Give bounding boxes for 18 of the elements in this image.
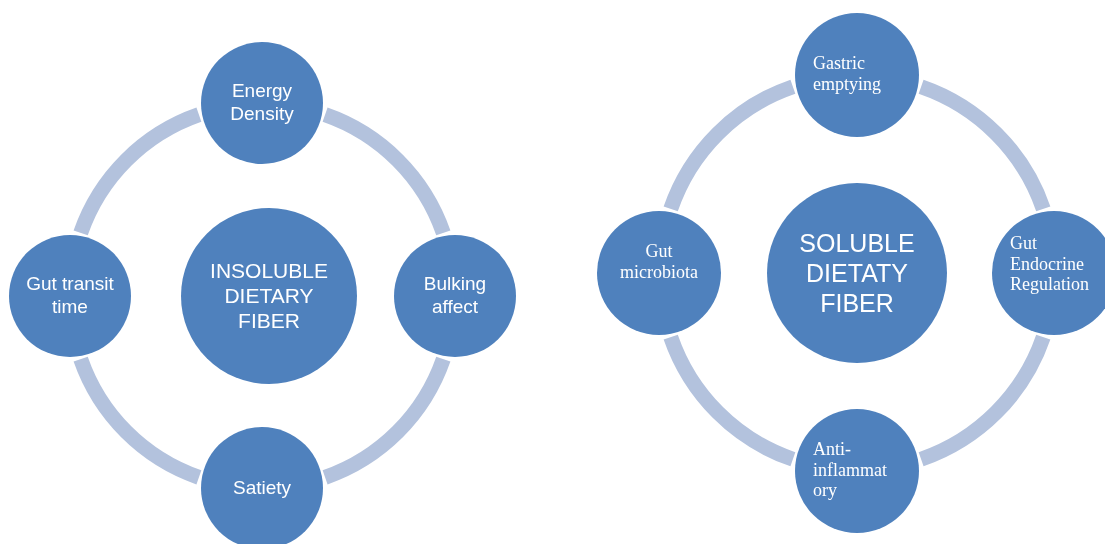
node-label: Anti-inflammatory: [813, 439, 888, 502]
ring-arc-connector: [663, 79, 796, 212]
ring-arc-connector: [73, 107, 202, 236]
node-label: Gastric emptying: [813, 53, 882, 95]
ring-arc-connector: [322, 356, 451, 485]
node-label: Energy Density: [229, 80, 295, 126]
node-label: Satiety: [231, 476, 293, 500]
ring-arc-connector: [918, 334, 1051, 467]
node-label: Bulking affect: [422, 273, 488, 319]
node-label: INSOLUBLE DIETARY FIBER: [209, 258, 329, 334]
node-label: Gut Endocrine Regulation: [1010, 233, 1090, 296]
ring-arc-connector: [322, 107, 451, 236]
ring-arc-connector: [663, 334, 796, 467]
node-label: SOLUBLE DIETATY FIBER: [798, 228, 916, 318]
ring-arc-connector: [73, 356, 202, 485]
node-label: Gut microbiota: [619, 241, 699, 283]
ring-arc-connector: [918, 79, 1051, 212]
node-label: Gut transit time: [25, 273, 115, 319]
